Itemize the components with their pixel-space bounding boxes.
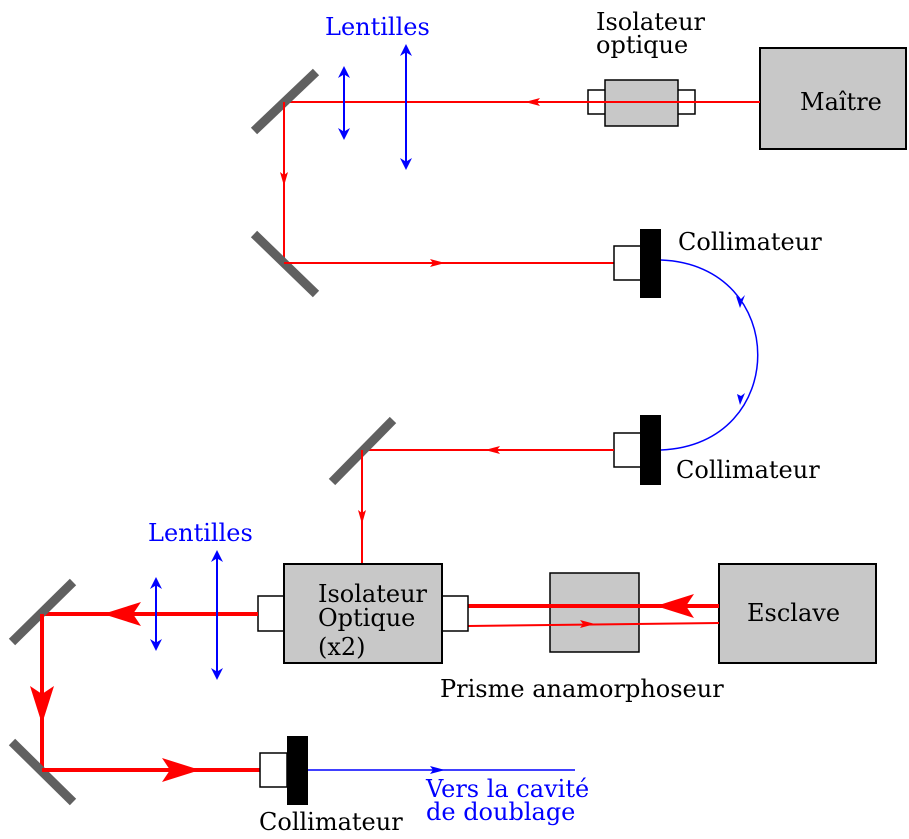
prism-label: Prisme anamorphoseur xyxy=(440,675,724,703)
anamorphic-prism: Prisme anamorphoseur xyxy=(440,572,724,703)
isolator-top-label-1: Isolateur xyxy=(596,8,706,36)
beam-slave-thin xyxy=(467,620,720,628)
collimator-3-label: Collimateur xyxy=(259,808,403,834)
mirror-1 xyxy=(250,68,320,135)
beam-mid-1 xyxy=(362,446,614,454)
collimator-1: Collimateur xyxy=(613,228,822,298)
isolator-bottom-label-3: (x2) xyxy=(318,633,366,661)
output-fiber xyxy=(308,766,575,774)
beam-bottom-3 xyxy=(42,758,260,782)
lens-bottom-label: Lentilles xyxy=(148,519,253,547)
beam-slave-thick xyxy=(468,594,719,618)
master-label: Maître xyxy=(800,88,882,116)
isolator-top-label-2: optique xyxy=(596,31,688,59)
collimator-1-label: Collimateur xyxy=(678,228,822,256)
collimator-2-label: Collimateur xyxy=(676,456,820,484)
slave-laser: Esclave xyxy=(718,563,877,664)
optical-isolator-top: Isolateur optique xyxy=(587,8,706,127)
isolator-bottom-label-1: Isolateur xyxy=(318,580,428,608)
slave-label: Esclave xyxy=(747,599,840,627)
beam-bottom-1 xyxy=(42,602,258,626)
master-laser: Maître xyxy=(759,47,907,150)
collimator-3: Collimateur xyxy=(259,736,403,836)
output-label-1: Vers la cavité xyxy=(425,775,589,803)
beam-bottom-2 xyxy=(30,614,54,770)
isolator-bottom-label-2: Optique xyxy=(318,604,415,632)
lens-top-label: Lentilles xyxy=(325,13,430,41)
beam-top-3 xyxy=(284,259,614,267)
output-label-2: de doublage xyxy=(426,798,575,826)
optical-isolator-bottom: Isolateur Optique (x2) xyxy=(257,563,469,664)
collimator-2: Collimateur xyxy=(613,415,820,485)
beam-top-2 xyxy=(280,102,288,263)
fiber-link xyxy=(660,259,759,451)
mirror-4 xyxy=(8,578,77,646)
beam-top-1 xyxy=(284,98,760,106)
beam-mid-2 xyxy=(358,450,366,564)
